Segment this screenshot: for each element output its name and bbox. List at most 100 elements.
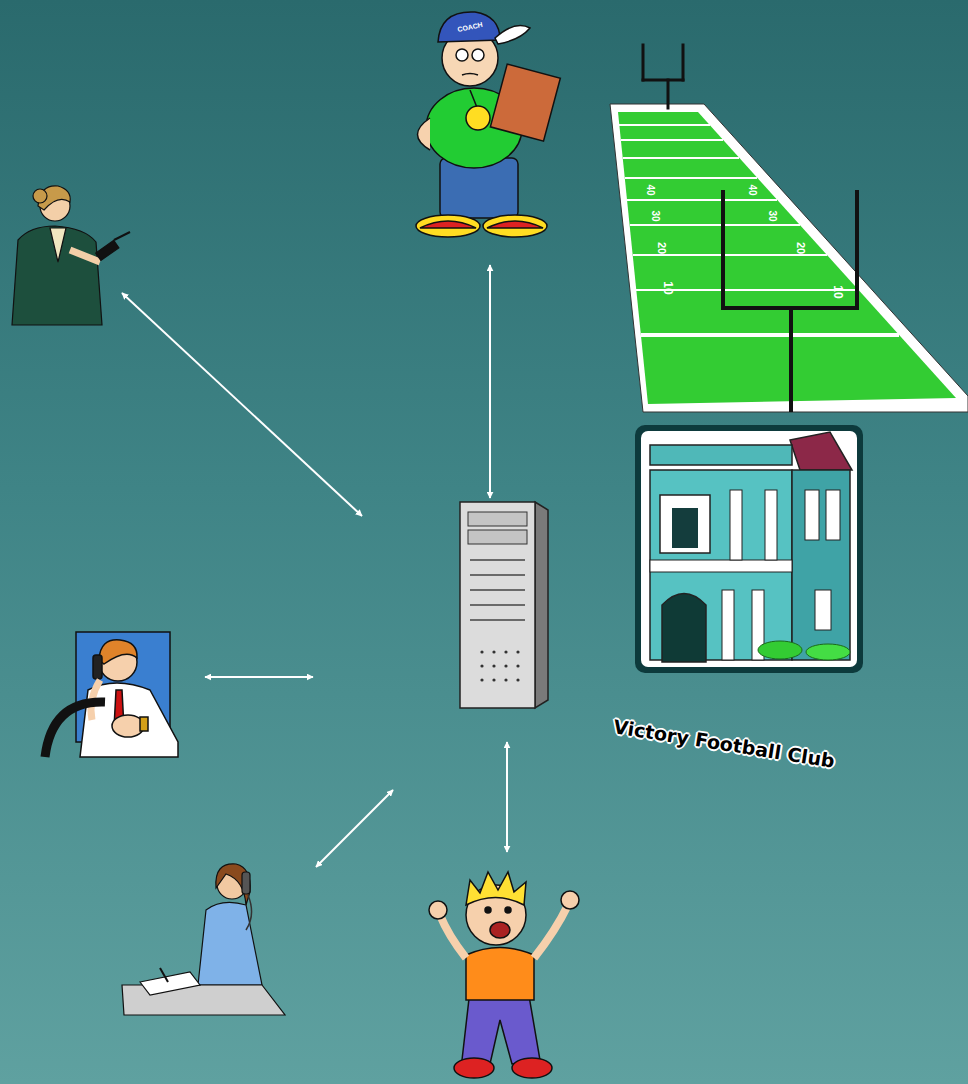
vent: [516, 650, 519, 653]
vent: [480, 664, 483, 667]
bush: [806, 644, 850, 660]
cornice: [650, 445, 792, 465]
building-outline: [635, 425, 863, 673]
vent: [504, 664, 507, 667]
hand: [112, 715, 144, 737]
trim-band: [650, 560, 792, 572]
slot: [470, 604, 525, 606]
vent: [480, 678, 483, 681]
slot: [470, 559, 525, 561]
vent: [480, 650, 483, 653]
arm: [534, 905, 568, 958]
club-name: Victory Football Club: [612, 717, 836, 771]
eye: [456, 49, 468, 61]
football-field: [610, 45, 968, 412]
vent: [492, 678, 495, 681]
shoe: [512, 1058, 552, 1078]
server-tower: [460, 502, 548, 708]
cap-text: COACH: [457, 21, 484, 33]
phone: [93, 655, 102, 679]
clipboard: [490, 64, 560, 141]
link-arrow: [316, 790, 393, 867]
field-border: [610, 104, 968, 412]
vent-holes: [480, 650, 519, 681]
yard-number: 10: [832, 285, 844, 298]
building-backing: [641, 431, 857, 667]
slot: [470, 589, 525, 591]
mouth: [462, 74, 478, 76]
arched-door: [662, 594, 706, 663]
yard-line: [625, 177, 757, 179]
yard-number: 40: [747, 184, 757, 195]
bush: [758, 641, 802, 659]
bay-slots: [470, 560, 525, 620]
slot: [470, 619, 525, 621]
cap-visor: [495, 26, 530, 44]
server-front: [460, 502, 535, 708]
goal-post-near: [723, 192, 857, 410]
yard-number: 30: [767, 210, 777, 221]
cap: [438, 12, 500, 42]
yard-number: 30: [650, 210, 660, 221]
window-frame: [660, 495, 710, 553]
crossbar: [643, 79, 683, 82]
mouth: [490, 922, 510, 938]
businesswoman-figure: [12, 186, 130, 325]
link-arrow: [122, 293, 362, 516]
arm: [418, 118, 431, 150]
eye: [485, 907, 491, 913]
link-arrow: [506, 742, 508, 852]
upright: [642, 45, 645, 80]
link-arrow: [205, 676, 313, 678]
column: [722, 590, 734, 660]
yard-line: [633, 254, 827, 256]
upright: [682, 45, 685, 80]
server-side: [535, 502, 548, 708]
watch: [140, 717, 148, 731]
arm: [440, 915, 466, 958]
stopwatch: [466, 106, 490, 130]
radio: [96, 240, 119, 260]
fan-figure: [429, 872, 579, 1078]
yard-lines: [619, 125, 899, 335]
phone-cord: [246, 895, 252, 930]
driver-figure: [45, 632, 178, 757]
upright: [721, 192, 725, 308]
yard-line: [627, 199, 777, 201]
roof: [790, 432, 852, 470]
arm: [70, 250, 100, 262]
upright: [855, 192, 859, 308]
side-window: [805, 490, 819, 540]
shoe-top: [487, 221, 543, 228]
slot: [470, 574, 525, 576]
field-turf: [618, 112, 956, 404]
drive-bay: [468, 530, 527, 544]
hand: [429, 901, 447, 919]
receptionist-figure: [122, 864, 285, 1015]
phone: [242, 872, 250, 894]
shoe-top: [420, 221, 476, 228]
column: [730, 490, 742, 560]
steering-wheel: [45, 702, 105, 757]
hair-bun: [33, 189, 47, 203]
side-window: [826, 490, 840, 540]
suit: [12, 226, 102, 325]
goal-line: [641, 333, 899, 337]
yard-line: [619, 124, 710, 126]
yard-line: [621, 139, 723, 141]
hand: [561, 891, 579, 909]
shirt: [466, 948, 534, 1001]
yard-number: 20: [795, 242, 806, 254]
side-wall: [792, 470, 850, 660]
vent: [492, 664, 495, 667]
yard-number: 40: [645, 184, 655, 195]
shoe: [416, 215, 480, 237]
eye: [505, 907, 511, 913]
antenna: [114, 232, 130, 240]
collar: [50, 228, 66, 262]
vent: [516, 664, 519, 667]
pen: [160, 968, 168, 982]
link-arrows: [122, 265, 507, 867]
